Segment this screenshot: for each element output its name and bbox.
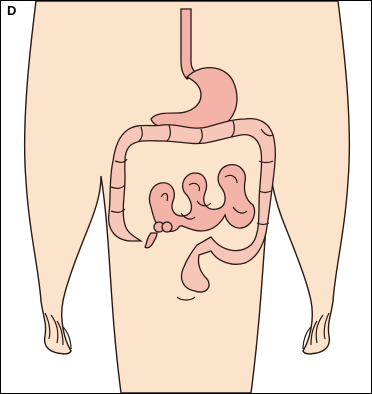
ileocecal-loop-2 bbox=[162, 222, 172, 232]
